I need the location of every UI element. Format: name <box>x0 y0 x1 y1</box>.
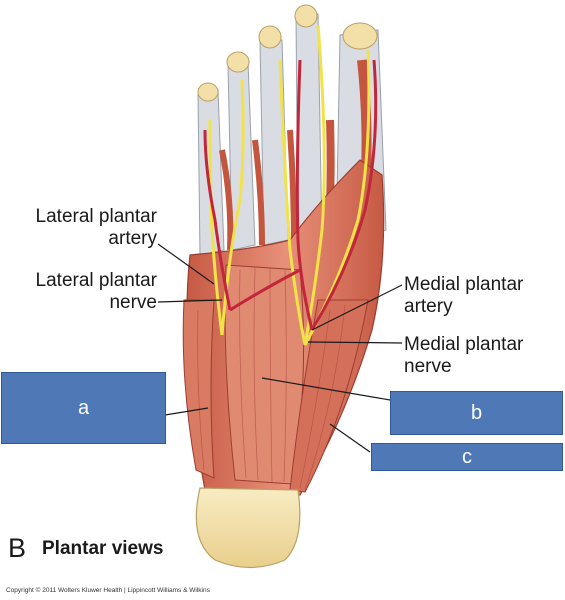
answer-box-b: b <box>390 391 563 435</box>
panel-letter: B <box>8 533 27 563</box>
toe-1-tip <box>342 22 378 50</box>
label-medial-plantar-nerve: Medial plantar nerve <box>404 334 524 377</box>
toe-5-tip <box>197 82 219 102</box>
arteries <box>203 59 378 331</box>
heel <box>195 487 301 569</box>
label-lateral-plantar-nerve: Lateral plantar nerve <box>35 270 157 313</box>
panel-title: Plantar views <box>42 538 164 559</box>
answer-box-c: c <box>371 443 563 471</box>
answer-box-a: a <box>1 372 166 444</box>
flexor-digitorum-brevis <box>224 264 305 485</box>
toe-3-tip <box>258 25 282 49</box>
toe-4-tip <box>226 51 250 73</box>
abductor-hallucis <box>289 299 369 493</box>
leader-lines <box>157 243 403 453</box>
toe-2-tip <box>294 4 318 28</box>
label-medial-plantar-artery: Medial plantar artery <box>404 274 524 317</box>
copyright-notice: Copyright © 2011 Wolters Kluwer Health |… <box>6 587 210 594</box>
label-lateral-plantar-artery: Lateral plantar artery <box>35 206 157 249</box>
